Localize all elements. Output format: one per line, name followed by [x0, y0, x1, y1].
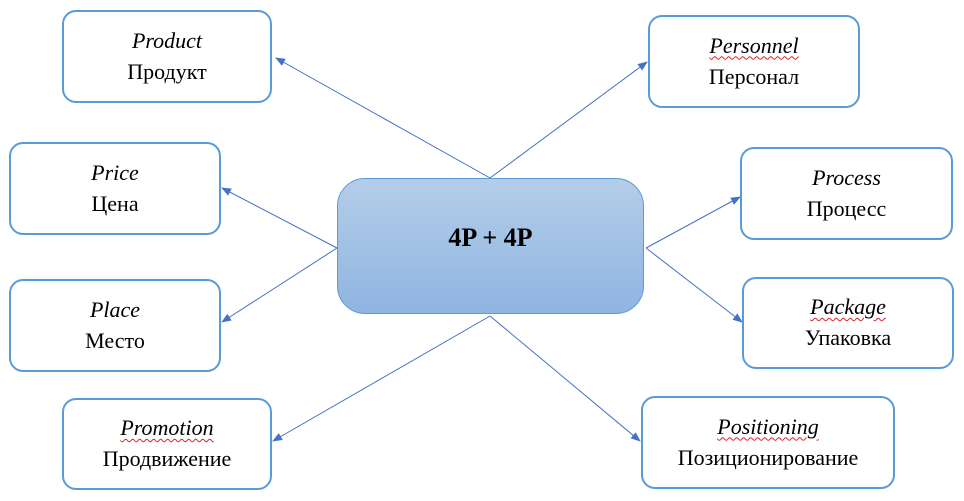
node-en-label: Process [812, 164, 881, 190]
arrow-positioning [489, 315, 641, 442]
node-en-label: Promotion [120, 415, 214, 440]
node-en-label: Positioning [717, 413, 819, 439]
node-en-label: Package [810, 294, 886, 319]
node-ru-label: Место [85, 327, 145, 353]
node-en-label: Product [131, 27, 203, 53]
node-ru-label: Процесс [806, 195, 887, 221]
node-price: Price Цена [9, 142, 221, 235]
node-ru-label: Позиционирование [677, 444, 859, 470]
arrow-package [645, 247, 743, 323]
center-node: 4P + 4P [337, 178, 644, 314]
node-en-label: Personnel [709, 32, 799, 58]
node-package: Package Упаковка [742, 277, 954, 369]
node-promotion: Promotion Продвижение [62, 398, 272, 490]
node-process: Process Процесс [740, 147, 953, 240]
node-place: Place Место [9, 279, 221, 372]
arrow-place [221, 247, 338, 323]
arrow-promotion [272, 315, 491, 442]
node-en-label: Price [91, 159, 139, 185]
arrow-process [645, 196, 741, 249]
node-ru-label: Продвижение [102, 446, 232, 471]
node-product: Product Продукт [62, 10, 272, 103]
node-en-label: Place [89, 296, 141, 322]
node-personnel: Personnel Персонал [648, 15, 860, 108]
node-ru-label: Персонал [708, 63, 800, 89]
center-title: 4P + 4P [448, 223, 533, 252]
arrow-price [221, 187, 338, 249]
arrow-product [275, 57, 491, 179]
arrow-personnel [489, 61, 648, 179]
node-ru-label: Цена [91, 190, 139, 216]
node-positioning: Positioning Позиционирование [641, 396, 895, 489]
node-ru-label: Продукт [127, 58, 207, 84]
node-ru-label: Упаковка [804, 325, 892, 350]
